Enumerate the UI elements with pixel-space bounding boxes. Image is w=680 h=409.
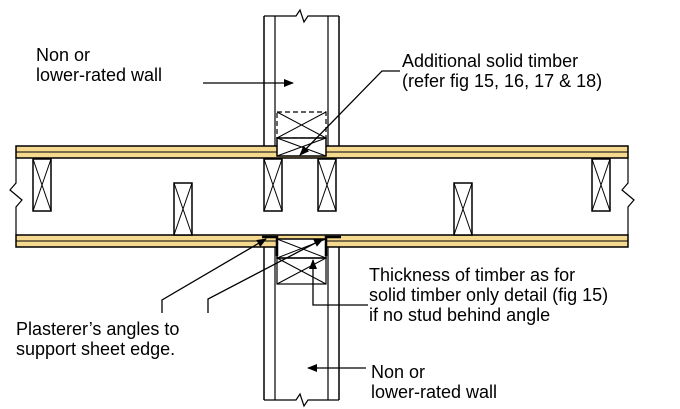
stud-2 — [173, 182, 193, 236]
label-line: Thickness of timber as for — [369, 265, 576, 285]
lower-wall — [263, 247, 340, 408]
label-line: Plasterer’s angles to — [16, 319, 180, 339]
arrow-plasterer-right — [207, 238, 324, 313]
label-plasterers-angles: Plasterer’s angles to support sheet edge… — [16, 319, 179, 359]
optional-timber-bottom — [276, 257, 327, 285]
leader-arrows — [161, 70, 400, 372]
label-line: solid timber only detail (fig 15) — [369, 285, 609, 305]
arrow-plasterer-left — [161, 238, 267, 313]
label-line: Non or — [371, 362, 426, 382]
stud-4 — [317, 158, 337, 212]
label-line: Additional solid timber — [402, 51, 579, 71]
label-additional-solid-timber: Additional solid timber (refer fig 15, 1… — [402, 51, 602, 91]
label-line: lower-rated wall — [36, 65, 163, 85]
right-break-line — [621, 158, 635, 235]
stud-1 — [32, 158, 52, 212]
upper-wall — [263, 8, 340, 146]
plasterers-angle-left — [262, 235, 279, 256]
label-line: Non or — [36, 45, 91, 65]
label-line: (refer fig 15, 16, 17 & 18) — [402, 71, 603, 91]
label-thickness-of-timber: Thickness of timber as for solid timber … — [369, 265, 608, 325]
label-line: support sheet edge. — [16, 339, 176, 359]
stud-6 — [591, 158, 611, 212]
label-non-rated-wall-top: Non or lower-rated wall — [36, 45, 162, 85]
plasterers-angle-right — [324, 235, 341, 256]
label-line: if no stud behind angle — [369, 305, 551, 325]
stud-5 — [453, 182, 473, 236]
arrow-thickness — [309, 259, 368, 306]
left-break-line — [9, 158, 23, 235]
label-line: lower-rated wall — [371, 382, 498, 402]
stud-3 — [263, 158, 283, 212]
arrow-additional-timber — [299, 70, 400, 156]
label-non-rated-wall-bottom: Non or lower-rated wall — [371, 362, 497, 402]
